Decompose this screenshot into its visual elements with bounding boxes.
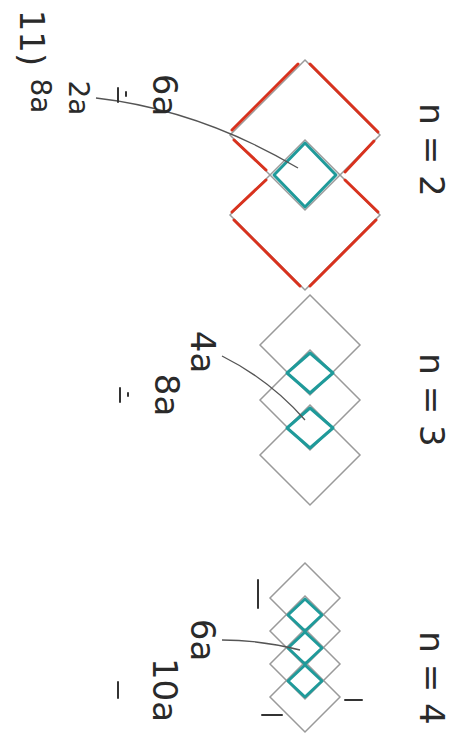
handwritten-label: 8a [26,79,54,114]
handwritten-label: 10a [148,658,182,722]
handwritten-label: 6a [148,74,182,116]
handwritten-label: n = 2 [415,103,449,196]
handwritten-label: 6a [186,619,220,661]
handwritten-label: 2a [64,81,92,116]
handwritten-label: n = 4 [415,631,449,724]
leader-lines [96,98,305,650]
handwritten-label: n = 3 [415,353,449,446]
handwritten-label: 8a [150,374,184,416]
diamond-figures [230,60,380,732]
equal-marks [118,88,128,698]
tick-strokes [258,580,362,715]
red-outline [232,64,378,286]
handwritten-label: 11) [15,10,49,67]
handwritten-label: 4a [186,331,220,373]
